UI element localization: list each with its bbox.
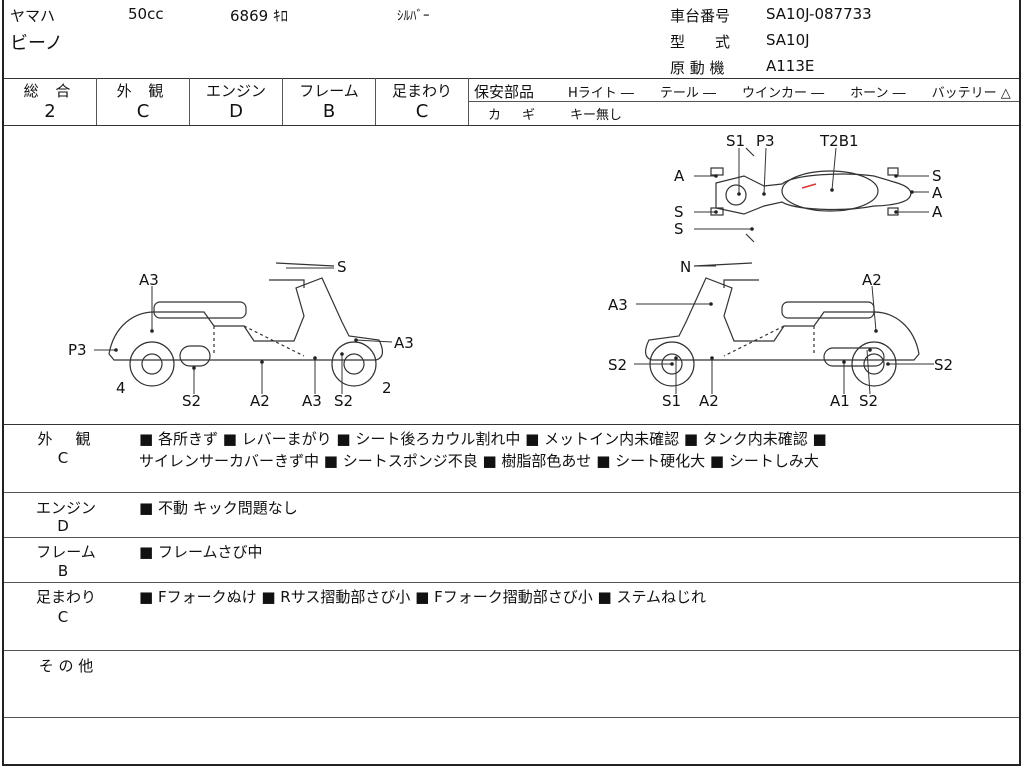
divider [4, 537, 1019, 538]
damage-diagram: S1 P3 T2B1 A S S S A A A3 S P3 A3 4 2 S2… [68, 132, 953, 410]
diagram-label: A3 [608, 296, 628, 314]
divider [96, 78, 97, 125]
section-grade-suspension: C [57, 608, 69, 626]
grade-value-frame: B [322, 101, 336, 122]
diagram-label: A2 [250, 392, 270, 410]
grade-label-suspension: 足まわり [391, 82, 452, 100]
diagram-label: A3 [139, 271, 159, 289]
diagram-label: S [674, 220, 684, 238]
type-label: 型 式 [670, 33, 731, 51]
diagram-label: A [674, 167, 685, 185]
divider [4, 78, 1019, 79]
scooter-left-view [108, 262, 383, 387]
section-grade-engine: D [57, 517, 69, 535]
grade-value-engine: D [229, 101, 243, 122]
grade-label-exterior: 外 観 [116, 82, 170, 100]
section-label-frame: フレーム [36, 543, 96, 561]
divider [375, 78, 376, 125]
key-label: カ ギ [488, 108, 540, 123]
safety-label: 保安部品 [474, 83, 535, 101]
grade-label-total: 総 合 [23, 82, 77, 100]
grade-label-frame: フレーム [299, 82, 359, 100]
diagram-label: A3 [394, 334, 414, 352]
frame-no-label: 車台番号 [670, 7, 731, 25]
diagram-label: S1 [662, 392, 681, 410]
section-grade-frame: B [57, 562, 69, 580]
diagram-label: S2 [608, 356, 627, 374]
divider [4, 125, 1019, 126]
engine-label: 原 動 機 [670, 59, 725, 77]
diagram-label: P3 [756, 132, 775, 150]
divider [4, 650, 1019, 651]
divider [468, 101, 1019, 102]
engine-value: A113E [766, 57, 815, 75]
mileage: 6869 ｷﾛ [230, 7, 288, 25]
displacement: 50cc [128, 5, 164, 23]
diagram-label: 4 [116, 379, 126, 397]
section-text-engine: ■ 不動 キック問題なし [139, 499, 298, 517]
section-grade-exterior: C [57, 449, 69, 467]
diagram-label: A2 [699, 392, 719, 410]
grade-label-engine: エンジン [205, 82, 266, 100]
section-label-exterior: 外 観 [37, 430, 95, 448]
divider [4, 717, 1019, 718]
diagram-label: S [932, 167, 942, 185]
diagram-label: N [680, 258, 691, 276]
diagram-label: S1 [726, 132, 745, 150]
diagram-label: A [932, 184, 943, 202]
diagram-label: 2 [382, 379, 392, 397]
divider [4, 424, 1019, 425]
section-text-exterior: サイレンサーカバーきず中 ■ シートスポンジ不良 ■ 樹脂部色あせ ■ シート硬… [139, 452, 819, 470]
grade-value-suspension: C [415, 101, 429, 122]
frame-no: SA10J-087733 [766, 5, 872, 23]
divider [4, 492, 1019, 493]
grade-value-exterior: C [136, 101, 150, 122]
divider [189, 78, 190, 125]
diagram-label: S [337, 258, 347, 276]
diagram-label: T2B1 [819, 132, 859, 150]
section-text-suspension: ■ Fフォークぬけ ■ Rサス摺動部さび小 ■ Fフォーク摺動部さび小 ■ ステ… [139, 588, 706, 606]
diagram-label: A1 [830, 392, 850, 410]
scooter-top-view [710, 147, 912, 243]
diagram-label: S2 [934, 356, 953, 374]
diagram-label: S2 [182, 392, 201, 410]
diagram-label: P3 [68, 341, 87, 359]
safety-items: Hライト ― テール ― ウインカー ― ホーン ― バッテリー △ [568, 86, 1011, 101]
diagram-label: A [932, 203, 943, 221]
section-label-other: そ の 他 [38, 657, 94, 675]
diagram-label: A2 [862, 271, 882, 289]
model-name: ビーノ [10, 33, 63, 54]
section-label-engine: エンジン [35, 499, 96, 517]
diagram-label: S2 [859, 392, 878, 410]
divider [4, 582, 1019, 583]
section-label-suspension: 足まわり [35, 588, 96, 606]
section-text-exterior: ■ 各所きず ■ レバーまがり ■ シート後ろカウル割れ中 ■ メットイン内未確… [139, 430, 827, 448]
diagram-label: S [674, 203, 684, 221]
section-text-frame: ■ フレームさび中 [139, 543, 263, 561]
diagram-label: A3 [302, 392, 322, 410]
diagram-label: S2 [334, 392, 353, 410]
grade-value-total: 2 [44, 101, 56, 122]
color: ｼﾙﾊﾞｰ [397, 9, 430, 24]
type-value: SA10J [766, 31, 810, 49]
maker: ヤマハ [10, 7, 56, 25]
key-value: キー無し [570, 108, 623, 123]
divider [282, 78, 283, 125]
